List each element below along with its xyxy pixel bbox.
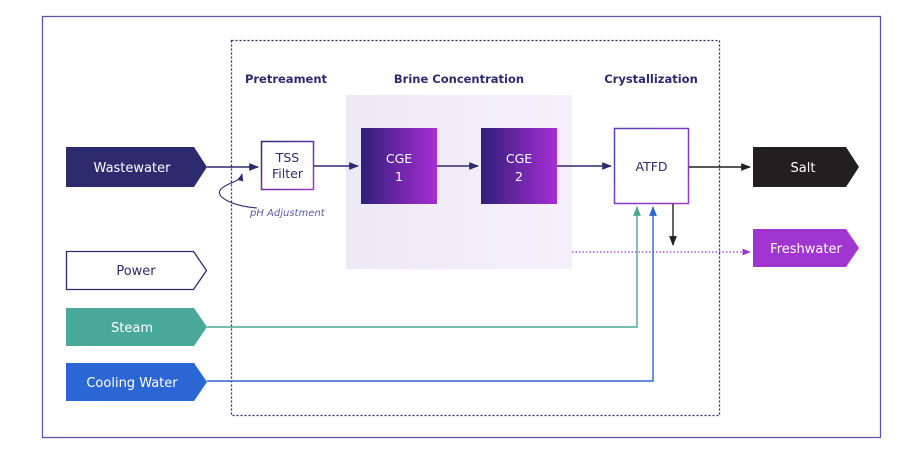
cge1-label-line2: 1: [395, 169, 403, 184]
power-label: Power: [116, 264, 156, 279]
tss-filter-unit: TSS Filter: [260, 140, 315, 191]
outer-frame: [41, 15, 882, 439]
input-steam: Steam: [66, 308, 207, 346]
cge2-label-line2: 2: [515, 169, 523, 184]
cooling-water-label: Cooling Water: [86, 376, 178, 391]
output-salt: Salt: [753, 147, 859, 187]
cge1-label-line1: CGE: [386, 151, 412, 166]
atfd-label: ATFD: [635, 159, 667, 174]
tss-filter-label-line1: TSS: [275, 150, 300, 165]
flow-cooling-water-to-atfd: [207, 206, 657, 382]
salt-label: Salt: [791, 161, 816, 176]
cge1-unit: CGE 1: [361, 128, 437, 204]
stage-brine-concentration: Brine Concentration: [394, 72, 524, 86]
cge2-unit: CGE 2: [481, 128, 557, 204]
stage-crystallization: Crystallization: [604, 72, 698, 86]
stage-pretreatment: Pretreament: [245, 72, 328, 86]
wastewater-label: Wastewater: [94, 161, 172, 176]
steam-label: Steam: [111, 321, 153, 336]
output-freshwater: Freshwater: [753, 229, 859, 267]
atfd-unit: ATFD: [613, 127, 690, 205]
plant-boundary: [230, 39, 721, 417]
ph-adjustment-label: pH Adjustment: [249, 208, 326, 219]
ph-adjustment-arrow: [219, 173, 258, 209]
input-cooling-water: Cooling Water: [66, 363, 207, 401]
cge2-label-line1: CGE: [506, 151, 532, 166]
freshwater-label: Freshwater: [770, 242, 842, 257]
input-power: Power: [65, 250, 208, 291]
tss-filter-label-line2: Filter: [272, 166, 304, 181]
flow-steam-to-atfd: [207, 206, 641, 328]
input-wastewater: Wastewater: [66, 147, 207, 187]
